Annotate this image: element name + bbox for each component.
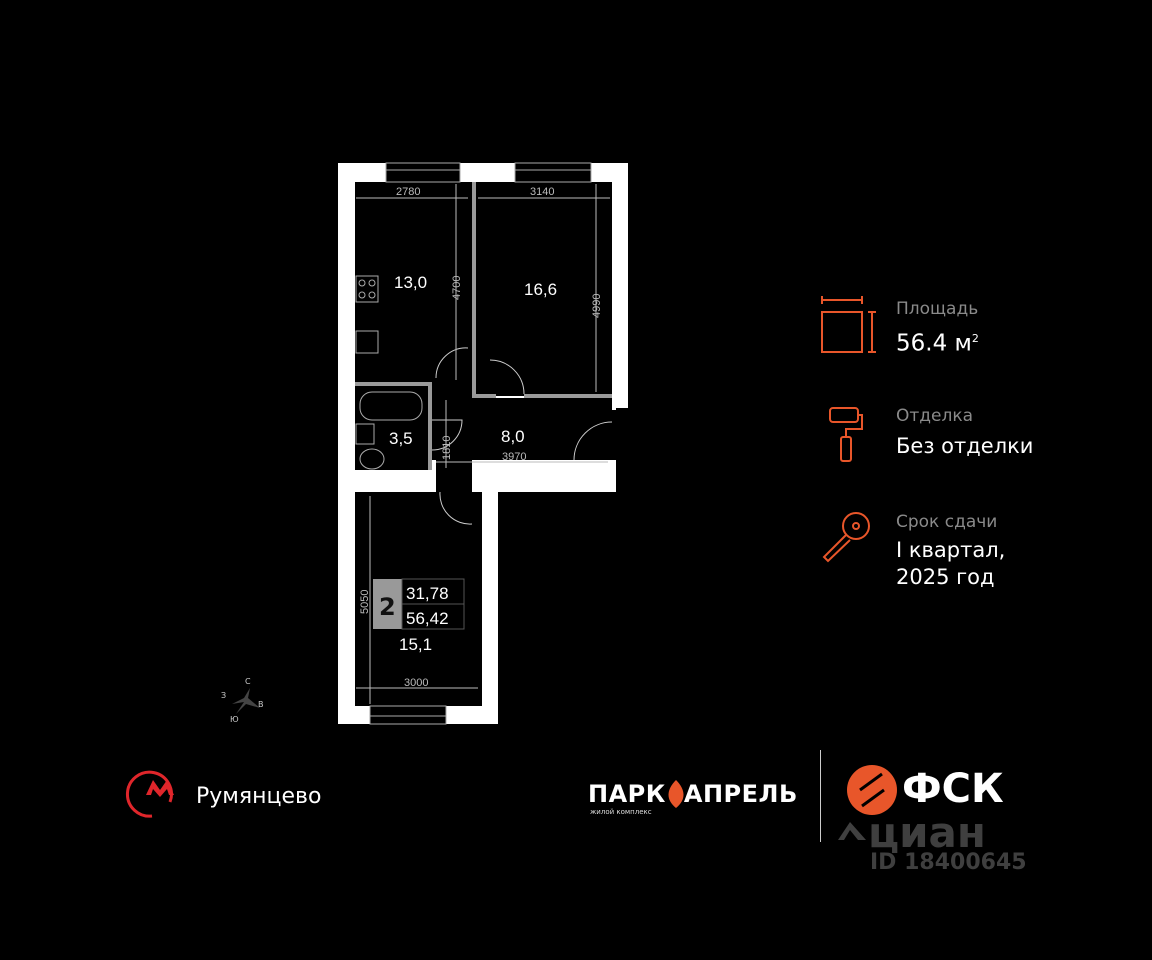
door-kitchen: [435, 347, 469, 379]
area-value: 56.4 м2: [896, 330, 979, 357]
rooms-count: 2: [379, 593, 396, 621]
compass-icon: С З В Ю: [221, 677, 264, 724]
plan-label: 8,0: [501, 427, 525, 446]
watermark: циан: [868, 808, 986, 857]
plan-label: 16,6: [524, 280, 557, 299]
plan-label: 56,42: [406, 609, 449, 628]
plan-label: 31,78: [406, 584, 449, 603]
plan-label: Ю: [230, 715, 239, 724]
plan-label: 15,1: [399, 635, 432, 654]
door-entrance: [573, 421, 613, 461]
metro-icon: [125, 770, 174, 818]
complex-subtitle: жилой комплекс: [590, 808, 652, 816]
deadline-line2: 2025 год: [896, 565, 995, 589]
leaf-logo-icon: [668, 780, 684, 808]
finish-value: Без отделки: [896, 434, 1034, 458]
plan-label: 4990: [591, 294, 603, 318]
cian-logo-icon: [838, 822, 866, 840]
hall: [432, 398, 612, 460]
key-icon: [822, 512, 870, 563]
plan-label: 3000: [404, 677, 428, 689]
plan-label: 5050: [359, 590, 371, 614]
fixtures: [355, 275, 423, 470]
window: [369, 162, 592, 725]
plan-label: 3,5: [389, 429, 413, 448]
plan-label: 3970: [502, 451, 526, 463]
plan-label: 3140: [530, 186, 554, 198]
plan-label: 1810: [441, 436, 453, 460]
developer-logo: ФСК: [902, 766, 1004, 812]
door-bedroom: [489, 359, 525, 395]
paint-roller-icon: [829, 407, 863, 462]
plan-label: 13,0: [394, 273, 427, 292]
finish-label: Отделка: [896, 406, 974, 426]
bathroom: [355, 386, 428, 470]
door-bath: [431, 419, 463, 451]
deadline-line1: I квартал,: [896, 538, 1006, 562]
plan-label: С: [245, 677, 251, 686]
bedroom: [476, 182, 612, 396]
deadline-label: Срок сдачи: [896, 512, 998, 532]
watermark-id: ID 18400645: [870, 850, 1027, 875]
plan-label: 4700: [451, 276, 463, 300]
area-label: Площадь: [896, 299, 979, 319]
plan-label: 2780: [396, 186, 420, 198]
metro-station: Румянцево: [196, 784, 322, 809]
fsk-logo-icon: [847, 765, 897, 815]
rooms-badge: [373, 579, 402, 629]
logo-divider: [820, 750, 821, 842]
area-icon: [821, 296, 876, 353]
door-room2: [439, 491, 473, 525]
plan-label: З: [221, 691, 226, 700]
plan-label: В: [258, 700, 264, 709]
